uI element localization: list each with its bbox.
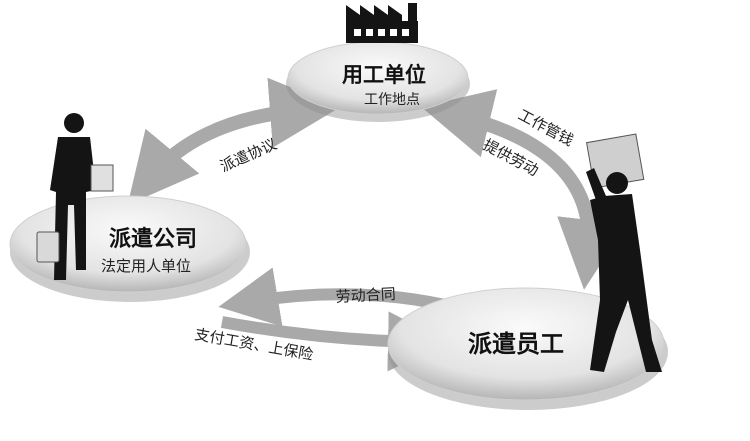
label-labor-contract: 劳动合同 [335,285,396,306]
arrow-dispatch-agreement [127,77,340,205]
agency-title: 派遣公司 [109,227,197,252]
agency-subtitle: 法定用人单位 [101,257,191,275]
arrow-labor-contract [218,267,447,327]
node-employer: 用工单位 工作地点 [286,3,470,122]
node-agency: 派遣公司 法定用人单位 [9,195,250,302]
factory-icon [346,3,418,43]
employee-title: 派遣员工 [468,330,564,358]
arrow-employer-employee [420,89,627,290]
businessman-icon [36,113,114,280]
node-employee: 派遣员工 [387,287,668,410]
worker-icon [585,133,662,372]
label-dispatch-agreement: 派遣协议 [217,135,279,176]
employer-subtitle: 工作地点 [364,92,420,108]
employer-title: 用工单位 [342,63,426,87]
